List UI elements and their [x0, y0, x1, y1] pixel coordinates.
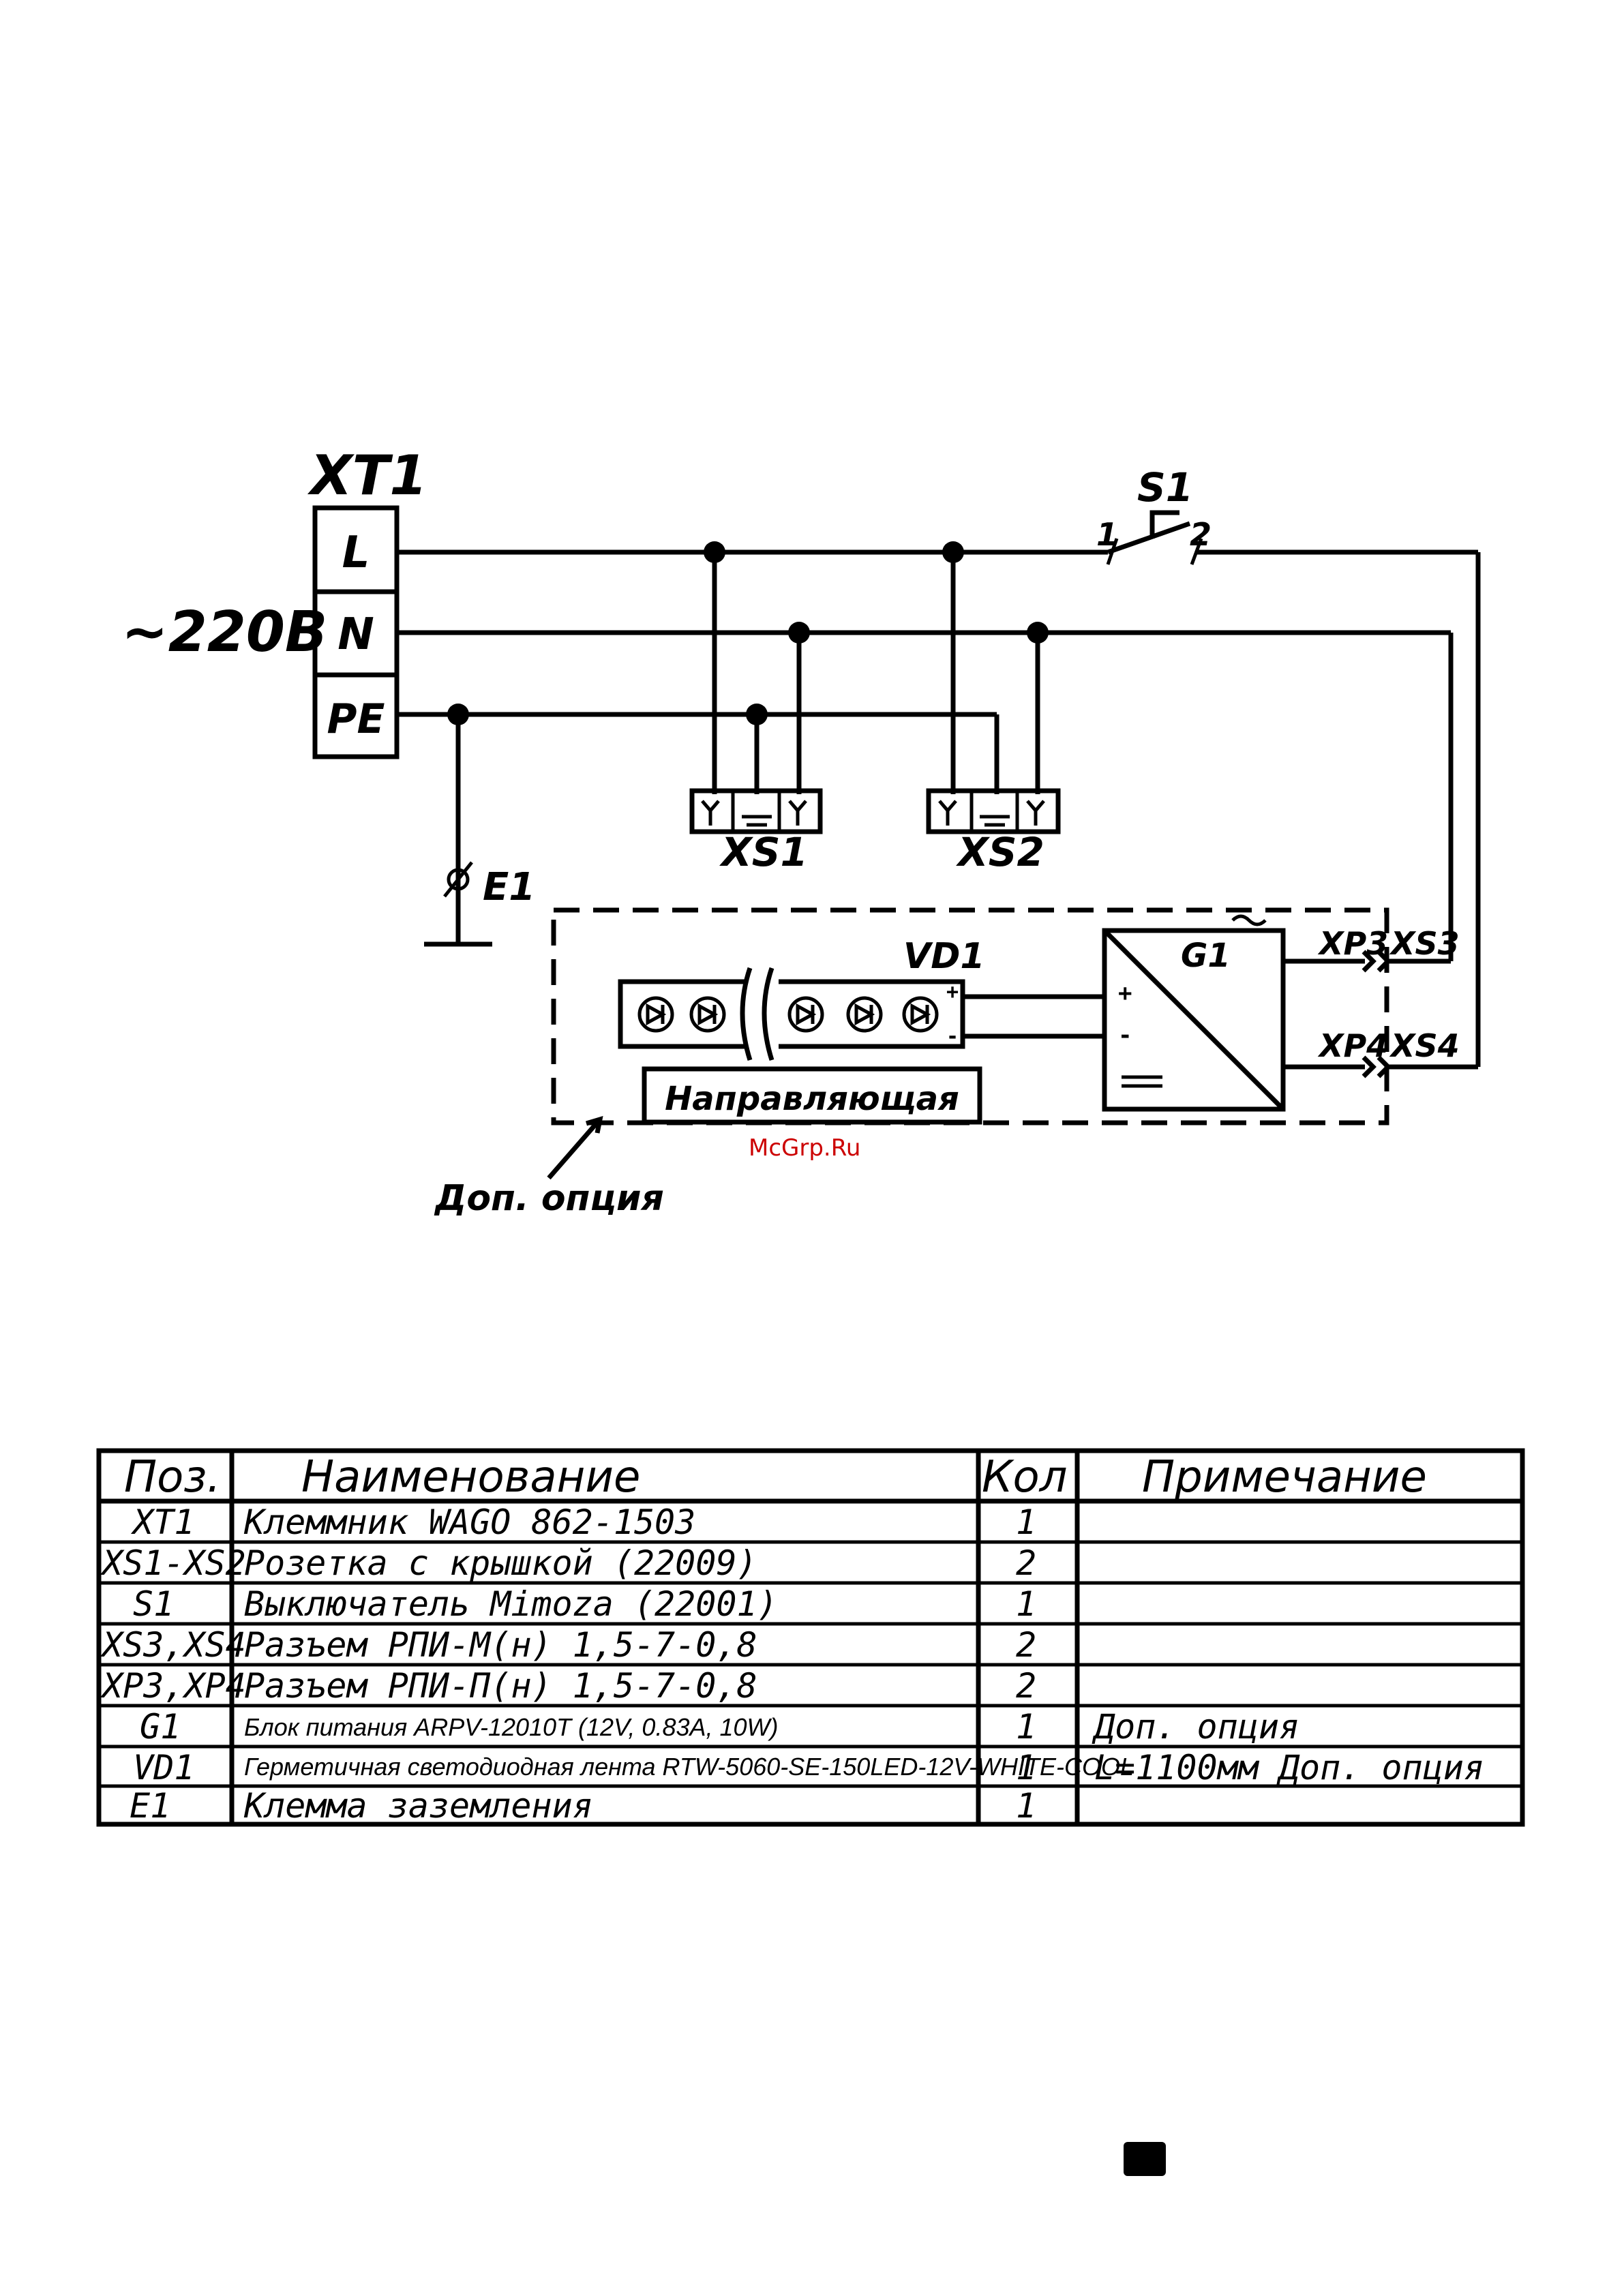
row-qty: 1 [1016, 1502, 1036, 1542]
row-pos: G1 [140, 1707, 181, 1747]
row-name: Разъем РПИ-М(н) 1,5-7-0,8 [244, 1625, 757, 1665]
row-pos: XS1-XS2 [100, 1543, 246, 1583]
row-pos: E1 [130, 1786, 170, 1826]
row-pos: VD1 [133, 1748, 194, 1787]
ground-terminal-icon [447, 868, 470, 891]
power-supply-label: G1 [1181, 937, 1231, 975]
row-name: Клемма заземления [243, 1786, 593, 1826]
row-pos: XP3,XP4 [100, 1666, 246, 1706]
row-pos: XS3,XS4 [100, 1625, 246, 1665]
terminal-n-label: N [337, 609, 374, 660]
ground-e1-label: E1 [483, 865, 535, 909]
watermark: McGrp.Ru [749, 1134, 860, 1162]
page-marker [1124, 2142, 1166, 2176]
connector-xp3-label: XP3 [1317, 925, 1388, 962]
connector-xs3-label: XS3 [1389, 925, 1460, 962]
row-qty: 1 [1016, 1584, 1036, 1624]
guide-rail [642, 1066, 982, 1125]
row-qty: 1 [1016, 1748, 1036, 1787]
svg-text:-: - [946, 1025, 959, 1048]
row-qty: 2 [1016, 1543, 1036, 1583]
socket-xs2 [926, 788, 1061, 834]
row-name: Блок питания ARPV-12010T (12V, 0.83A, 10… [244, 1713, 779, 1741]
spec-table [96, 1448, 1525, 1827]
svg-text:+: + [1118, 980, 1132, 1007]
socket-xs1 [689, 788, 823, 834]
svg-text:-: - [1118, 1022, 1132, 1049]
row-qty: 2 [1016, 1666, 1036, 1706]
row-note: Доп. опция [1092, 1707, 1299, 1747]
row-name: Клеммник WAGO 862-1503 [243, 1502, 695, 1542]
row-name: Розетка с крышкой (22009) [244, 1543, 757, 1583]
option-leader-line [547, 1117, 602, 1180]
row-qty: 1 [1016, 1707, 1036, 1747]
terminal-l-label: L [342, 528, 370, 578]
row-qty: 1 [1016, 1786, 1036, 1826]
row-name: Герметичная светодиодная лента RTW-5060-… [244, 1753, 1134, 1781]
row-pos: S1 [133, 1584, 174, 1624]
row-qty: 2 [1016, 1625, 1036, 1665]
connector-xp4-label: XP4 [1317, 1027, 1388, 1064]
header-pos: Поз. [124, 1452, 221, 1502]
led-strip-vd1: + - [618, 967, 965, 1061]
header-note: Примечание [1142, 1452, 1427, 1502]
led-strip-label: VD1 [903, 936, 985, 977]
xt1-label: XT1 [307, 444, 427, 507]
option-note-label: Доп. опция [434, 1178, 664, 1219]
socket-xs2-label: XS2 [956, 829, 1044, 875]
row-pos: XT1 [130, 1502, 194, 1542]
row-note: L=1100мм Доп. опция [1094, 1748, 1484, 1787]
switch-s1 [1106, 510, 1203, 565]
optional-enclosure [551, 907, 1389, 1126]
svg-text:+: + [946, 980, 959, 1004]
header-qty: Кол [982, 1452, 1068, 1502]
header-name: Наименование [301, 1452, 640, 1502]
switch-s1-label: S1 [1137, 464, 1193, 511]
row-name: Выключатель Mimoza (22001) [244, 1584, 778, 1624]
row-name: Разъем РПИ-П(н) 1,5-7-0,8 [244, 1666, 757, 1706]
power-supply-g1: + - [1102, 914, 1286, 1112]
voltage-label: ~220В [121, 600, 327, 665]
guide-rail-label: Направляющая [665, 1080, 959, 1118]
switch-pin2: 2 [1190, 516, 1212, 553]
terminal-pe-label: PE [327, 695, 385, 743]
socket-xs1-label: XS1 [719, 829, 808, 875]
connector-xs4-label: XS4 [1389, 1027, 1460, 1064]
